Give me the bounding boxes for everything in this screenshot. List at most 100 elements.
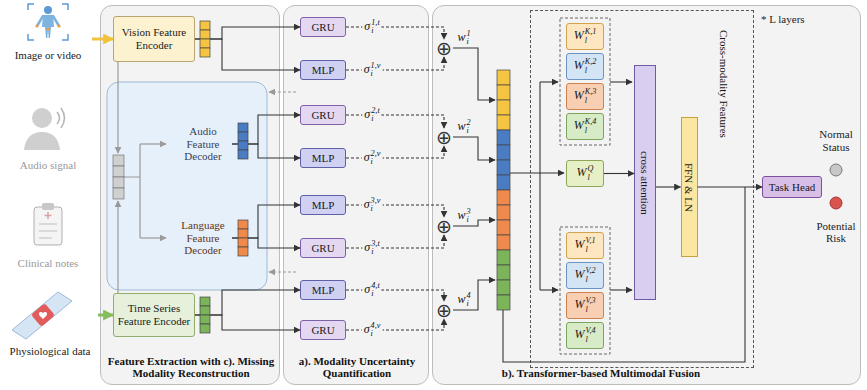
gru-box-text: GRU xyxy=(311,109,334,122)
gru-box: GRU xyxy=(300,320,346,340)
video-icon xyxy=(44,6,52,14)
fused-vector xyxy=(497,205,510,220)
symbol-base: w xyxy=(457,208,465,222)
weight-box-text: WlV,3 xyxy=(574,297,595,313)
status-item: Potential Risk xyxy=(813,195,859,245)
weight-box: WlV,1 xyxy=(566,232,604,259)
feedback-wire xyxy=(269,91,296,92)
sum-symbol: ⊕ xyxy=(435,39,453,57)
projection-wire xyxy=(510,172,564,173)
vision-vector xyxy=(200,21,210,30)
subscript: i xyxy=(371,115,379,123)
symbol-base: W xyxy=(574,267,584,281)
head-group xyxy=(560,18,610,145)
connector-arrow xyxy=(92,38,113,41)
script-stack: i2 xyxy=(466,119,470,135)
sum-glyph: ⊕ xyxy=(436,128,452,147)
weight-label: wi3 xyxy=(456,208,471,224)
notes-icon xyxy=(42,203,54,210)
connector-arrow xyxy=(232,205,300,238)
fused-vector xyxy=(497,85,510,100)
symbol-base: W xyxy=(574,118,584,132)
subscript: l xyxy=(585,276,595,284)
subscript: i xyxy=(371,330,381,338)
fused-vector xyxy=(497,220,510,235)
subscript: i xyxy=(371,290,379,298)
attention-bar-text: cross attention xyxy=(639,151,652,215)
connector-arrow xyxy=(232,115,300,144)
gru-box: GRU xyxy=(300,17,346,37)
superscript: V,4 xyxy=(585,327,595,335)
source-item: Physiological data xyxy=(2,284,98,360)
status-dot xyxy=(830,164,842,176)
panel-caption: a). Modality Uncertainty Quantification xyxy=(287,355,427,380)
weight-label: wi2 xyxy=(456,119,471,135)
weight-box: WlK,2 xyxy=(566,53,604,80)
fused-vector xyxy=(497,235,510,250)
series-vector xyxy=(200,297,210,333)
mlp-box: MLP xyxy=(300,148,346,168)
weight-wire xyxy=(453,48,495,310)
residual-wire xyxy=(503,187,745,362)
fused-vector xyxy=(497,145,510,160)
weight-box: WlK,3 xyxy=(566,83,604,110)
fused-vector xyxy=(497,130,510,145)
connector-arrow xyxy=(346,235,444,248)
video-icon xyxy=(28,4,68,40)
series-vector xyxy=(200,324,210,333)
edge-label-holder: σi2,v xyxy=(362,150,383,166)
superscript: 3,v xyxy=(371,197,381,205)
subscript: i xyxy=(466,38,470,46)
status-label: Normal Status xyxy=(813,128,859,153)
subscript: i xyxy=(466,216,470,224)
weight-box-text: WlK,1 xyxy=(574,28,597,44)
uncertainty-label: σi1,v xyxy=(362,62,383,78)
caption-holder: Feature Extraction with c). Missing Moda… xyxy=(103,355,279,380)
fused-vector xyxy=(497,295,510,310)
wearable-icon xyxy=(39,312,47,319)
superscript: 2 xyxy=(466,119,470,127)
symbol-base: w xyxy=(457,292,465,306)
superscript: 4,v xyxy=(371,322,381,330)
reconstruction-wire xyxy=(118,62,166,293)
wearable-icon xyxy=(12,292,72,339)
subscript: i xyxy=(371,205,381,213)
notes-icon xyxy=(45,212,52,219)
connector-arrow xyxy=(195,315,300,330)
series-vector xyxy=(200,306,210,315)
script-stack: i4 xyxy=(466,292,470,308)
superscript: K,2 xyxy=(585,58,597,66)
connector-arrow xyxy=(195,39,300,70)
weight-wire xyxy=(453,48,495,100)
superscript: 3 xyxy=(466,208,470,216)
symbol-base: w xyxy=(457,119,465,133)
shared-vector xyxy=(113,155,124,199)
shared-vector xyxy=(113,155,124,166)
subscript: l xyxy=(585,37,597,45)
weight-box-text: WlQ xyxy=(577,165,594,181)
feedback-wire xyxy=(269,92,296,272)
connector-arrow xyxy=(232,238,300,248)
language-vector xyxy=(238,220,248,256)
status-label: Potential Risk xyxy=(813,220,859,245)
superscript: 4,t xyxy=(371,282,379,290)
reconstruction-wire xyxy=(140,143,166,144)
mlp-box: MLP xyxy=(300,280,346,300)
subscript: i xyxy=(371,27,379,35)
decoder-text: Audio Feature Decoder xyxy=(177,125,229,163)
uncertainty-label: σi2,v xyxy=(362,150,383,166)
uncertainty-label: σi3,v xyxy=(362,197,383,213)
status-dot xyxy=(829,196,843,210)
audio-vector xyxy=(238,123,248,132)
projection-wire xyxy=(610,289,632,290)
weight-label: wi1 xyxy=(456,30,471,46)
status-dot xyxy=(829,163,843,177)
sum-symbol: ⊕ xyxy=(435,128,453,146)
reconstruction-wire xyxy=(124,144,140,238)
fused-vector xyxy=(497,70,510,310)
encoder-box-text: Time Series Feature Encoder xyxy=(117,302,191,327)
script-stack: lV,3 xyxy=(585,297,595,313)
label-holder: wi1 xyxy=(456,30,471,46)
